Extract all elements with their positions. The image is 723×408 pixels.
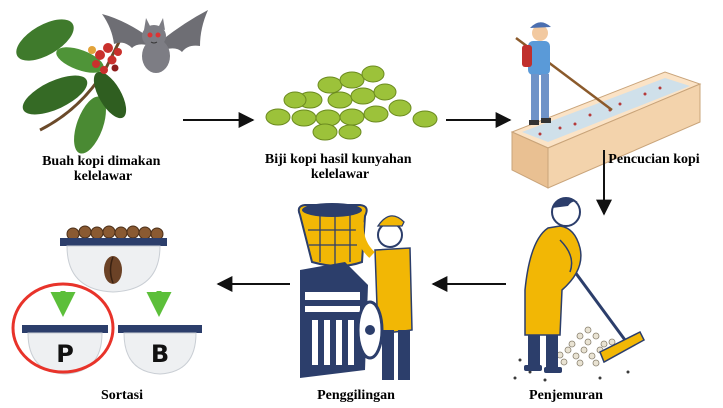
bin-b-label: B	[151, 340, 169, 368]
sorting-bowls-icon: P B	[11, 225, 202, 375]
bat-icon	[102, 10, 208, 73]
grinding-machine-icon	[297, 203, 413, 380]
step-label-bat-line1: Buah kopi dimakan	[42, 154, 160, 169]
step-label-sort: Sortasi	[101, 388, 143, 403]
step-label-wash: Pencucian kopi	[608, 152, 700, 167]
bin-b: B	[118, 325, 202, 375]
step-label-beans-line1: Biji kopi hasil kunyahan	[265, 152, 412, 167]
bin-p: P	[22, 325, 108, 375]
step-label-beans: Biji kopi hasil kunyahan kelelawar	[265, 152, 415, 182]
step-label-dry: Penjemuran	[529, 388, 603, 403]
step-label-beans-line2: kelelawar	[311, 167, 369, 182]
step-label-bat-line2: kelelawar	[74, 169, 132, 184]
green-beans-icon	[265, 65, 438, 141]
coffee-branch-icon	[16, 19, 127, 154]
bin-p-label: P	[56, 340, 74, 368]
step-label-bat: Buah kopi dimakan kelelawar	[42, 154, 164, 184]
top-bowl	[60, 225, 167, 293]
highlight-circle	[11, 282, 115, 374]
drying-worker-icon	[513, 197, 645, 382]
step-label-grind: Penggilingan	[317, 388, 395, 403]
washing-worker-icon	[510, 22, 702, 189]
